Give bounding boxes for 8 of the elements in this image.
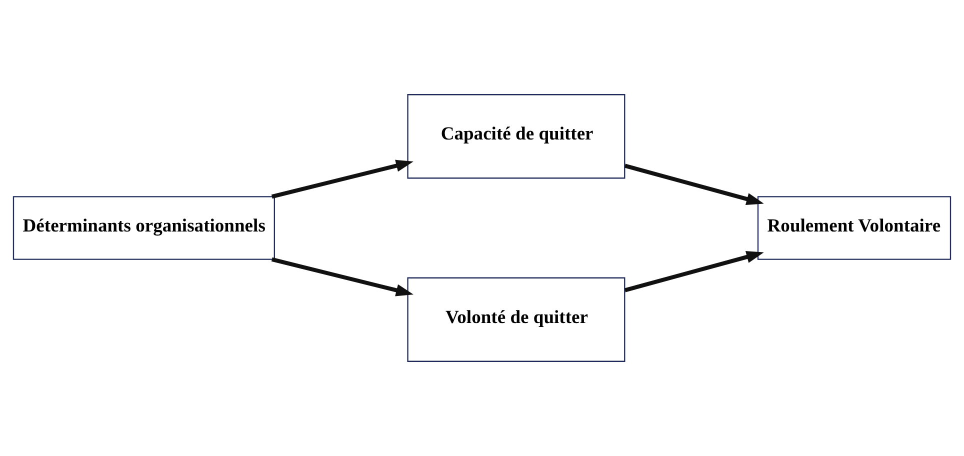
- arrow: [271, 257, 414, 296]
- node-box: Capacité de quitter: [407, 94, 626, 179]
- node-box: Volonté de quitter: [407, 277, 626, 362]
- arrow: [271, 160, 414, 199]
- node-box: Roulement Volontaire: [757, 196, 952, 260]
- node-box: Déterminants organisationnels: [12, 196, 275, 260]
- arrow: [624, 251, 764, 292]
- arrow: [624, 164, 764, 205]
